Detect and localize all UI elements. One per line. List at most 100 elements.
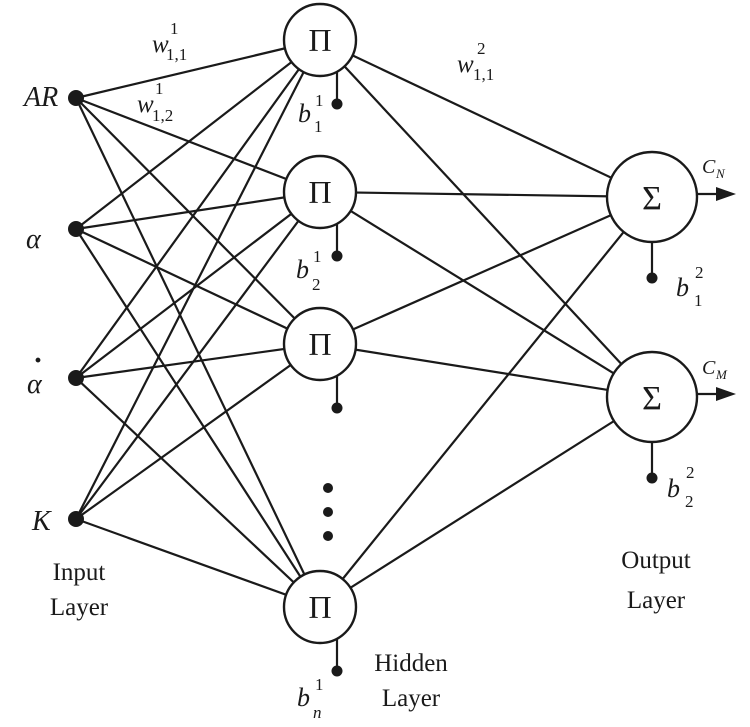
connection-input-AR-to-h2 xyxy=(75,96,321,194)
svg-text:1: 1 xyxy=(314,117,323,136)
bias-dot xyxy=(331,665,343,677)
labels: AR α α · K Input Layer Hidden Layer Outp… xyxy=(22,19,728,722)
input-node-alphadot xyxy=(68,370,84,386)
connection-input-alphadot-to-hn xyxy=(75,377,321,608)
connection-h1-to-o2 xyxy=(319,39,653,398)
input-node-AR xyxy=(68,90,84,106)
svg-text:1: 1 xyxy=(315,675,324,694)
input-label-ar: AR xyxy=(22,82,58,113)
svg-text:2: 2 xyxy=(312,275,321,294)
svg-text:b: b xyxy=(298,99,311,128)
svg-text:1,1: 1,1 xyxy=(166,45,187,64)
connection-input-AR-to-h1 xyxy=(75,38,321,100)
connection-input-AR-to-hn xyxy=(75,97,321,608)
arrowhead-icon xyxy=(716,187,736,201)
connection-h3-to-o1 xyxy=(319,195,653,346)
bias-dot xyxy=(646,272,658,284)
product-symbol: Π xyxy=(308,589,331,625)
product-symbol: Π xyxy=(308,326,331,362)
output-layer-label-line2: Layer xyxy=(627,587,686,614)
sum-symbol: Σ xyxy=(642,380,662,417)
hidden-layer-label-line1: Hidden xyxy=(374,650,448,677)
bias-bn-1: b 1 n xyxy=(297,675,324,722)
product-symbol: Π xyxy=(308,22,331,58)
svg-text:1: 1 xyxy=(315,91,324,110)
bias-dot xyxy=(331,98,343,110)
connection-h1-to-o1 xyxy=(319,39,653,198)
bias-dot xyxy=(646,472,658,484)
sum-symbol: Σ xyxy=(642,180,662,217)
connection-h2-to-o2 xyxy=(319,191,653,398)
svg-text:2: 2 xyxy=(686,463,695,482)
svg-text:M: M xyxy=(715,367,728,382)
svg-text:C: C xyxy=(702,156,716,178)
input-node-alpha xyxy=(68,221,84,237)
connection-input-alpha-to-hn xyxy=(75,228,321,608)
hidden-layer-label-line2: Layer xyxy=(382,685,441,712)
svg-text:C: C xyxy=(702,357,716,379)
svg-text:2: 2 xyxy=(477,39,486,58)
bias-dot xyxy=(331,250,343,262)
connection-h3-to-o2 xyxy=(319,342,653,399)
connection-input-alphadot-to-h1 xyxy=(75,39,321,379)
input-layer-label-line1: Input xyxy=(53,559,106,586)
connection-input-alpha-to-h1 xyxy=(75,39,321,230)
connection-input-alphadot-to-h2 xyxy=(75,191,321,379)
svg-text:1: 1 xyxy=(313,247,322,266)
connection-input-AR-to-h3 xyxy=(75,97,321,345)
connection-hn-to-o1 xyxy=(319,196,653,608)
ellipsis-dot xyxy=(323,507,333,517)
connection-hn-to-o2 xyxy=(319,396,653,608)
connection-input-alpha-to-h3 xyxy=(75,228,321,345)
svg-text:2: 2 xyxy=(695,263,704,282)
input-label-alpha-dot-accent: · xyxy=(33,344,43,377)
input-layer-label-line2: Layer xyxy=(50,594,109,621)
output-label-cm: C M xyxy=(702,357,728,382)
svg-text:w: w xyxy=(137,91,154,118)
ellipsis-dot xyxy=(323,483,333,493)
connection-input-K-to-h1 xyxy=(75,39,321,520)
connection-h2-to-o1 xyxy=(319,190,653,199)
bias-stems xyxy=(331,71,658,677)
svg-text:N: N xyxy=(715,166,726,181)
svg-text:n: n xyxy=(313,703,322,722)
bias-b1-2: b 2 1 xyxy=(676,263,704,310)
hidden-node-h2: Π xyxy=(282,154,358,230)
nodes: Π Π Π Π Σ Σ xyxy=(68,2,699,645)
output-layer-label-line1: Output xyxy=(621,547,691,574)
connection-input-K-to-hn xyxy=(75,517,321,609)
svg-text:1,2: 1,2 xyxy=(152,106,173,125)
hidden-ellipsis xyxy=(323,483,333,541)
input-label-k: K xyxy=(31,506,52,537)
ellipsis-dot xyxy=(323,531,333,541)
svg-text:b: b xyxy=(296,255,309,284)
bias-b2-2: b 2 2 xyxy=(667,463,695,511)
weight-w2-11: w 2 1,1 xyxy=(457,39,494,84)
input-node-K xyxy=(68,511,84,527)
output-node-o2: Σ xyxy=(605,350,699,444)
svg-text:2: 2 xyxy=(685,492,694,511)
product-symbol: Π xyxy=(308,174,331,210)
svg-text:w: w xyxy=(152,31,169,58)
svg-text:1,1: 1,1 xyxy=(473,65,494,84)
arrowhead-icon xyxy=(716,387,736,401)
connections xyxy=(75,38,736,609)
weight-w1-12: w 1 1,2 xyxy=(137,79,173,125)
hidden-node-hn: Π xyxy=(282,569,358,645)
input-label-alpha-dot: α xyxy=(27,369,43,400)
svg-text:b: b xyxy=(297,683,310,712)
svg-text:w: w xyxy=(457,51,474,78)
svg-text:1: 1 xyxy=(155,79,164,98)
bias-b2-1: b 1 2 xyxy=(296,247,322,294)
output-label-cn: C N xyxy=(702,156,726,181)
input-label-alpha: α xyxy=(26,224,42,255)
svg-text:b: b xyxy=(667,474,680,503)
svg-text:b: b xyxy=(676,273,689,302)
svg-text:1: 1 xyxy=(694,291,703,310)
hidden-node-h3: Π xyxy=(282,306,358,382)
connection-input-alphadot-to-h3 xyxy=(75,342,321,380)
bias-dot xyxy=(331,402,343,414)
svg-text:1: 1 xyxy=(170,19,179,38)
output-node-o1: Σ xyxy=(605,150,699,244)
